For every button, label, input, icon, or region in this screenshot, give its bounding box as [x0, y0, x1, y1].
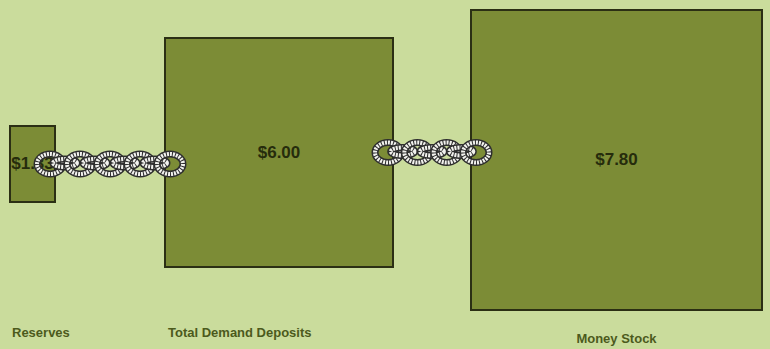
money-stock-box: $7.80Money Stock — [470, 9, 763, 311]
chain-link — [127, 154, 153, 174]
chain-link — [375, 143, 401, 163]
value-label: $1.33 — [11, 154, 54, 174]
box-caption: Money Stock — [432, 331, 770, 346]
chain-link — [434, 143, 460, 163]
chain-link-outline — [67, 154, 93, 174]
chain-link-outline — [375, 143, 401, 163]
value-label: $7.80 — [472, 150, 761, 170]
chain-link-outline — [157, 154, 183, 174]
chain-link-outline — [463, 143, 489, 163]
chain-link — [83, 159, 107, 167]
chain-link — [449, 148, 473, 156]
chain-link — [97, 154, 123, 174]
box-caption: Total Demand Deposits — [168, 325, 312, 340]
chain-link — [53, 159, 77, 167]
chain-link — [67, 154, 93, 174]
chain-link-outline — [420, 148, 444, 156]
chain-link-outline — [83, 159, 107, 167]
chain-link-outline — [53, 159, 77, 167]
chain-link — [143, 159, 167, 167]
chain-link — [420, 148, 444, 156]
value-label: $6.00 — [166, 143, 392, 163]
chain-link-outline — [391, 148, 415, 156]
chain-link-outline — [404, 143, 430, 163]
chain-link — [157, 154, 183, 174]
chain-connector — [375, 143, 489, 163]
reserves-box: $1.33Reserves — [9, 125, 56, 203]
chain-link-outline — [37, 154, 63, 174]
chain-link-outline — [127, 154, 153, 174]
chain-link — [463, 143, 489, 163]
chain-link-outline — [97, 154, 123, 174]
chain-link-outline — [113, 159, 137, 167]
chain-link — [37, 154, 63, 174]
chain-connector — [37, 154, 183, 174]
chain-link — [404, 143, 430, 163]
deposits-box: $6.00Total Demand Deposits — [164, 37, 394, 268]
chain-link — [113, 159, 137, 167]
chain-link — [391, 148, 415, 156]
chain-link-outline — [434, 143, 460, 163]
chain-link-outline — [449, 148, 473, 156]
chain-link-outline — [143, 159, 167, 167]
box-caption: Reserves — [12, 325, 70, 340]
